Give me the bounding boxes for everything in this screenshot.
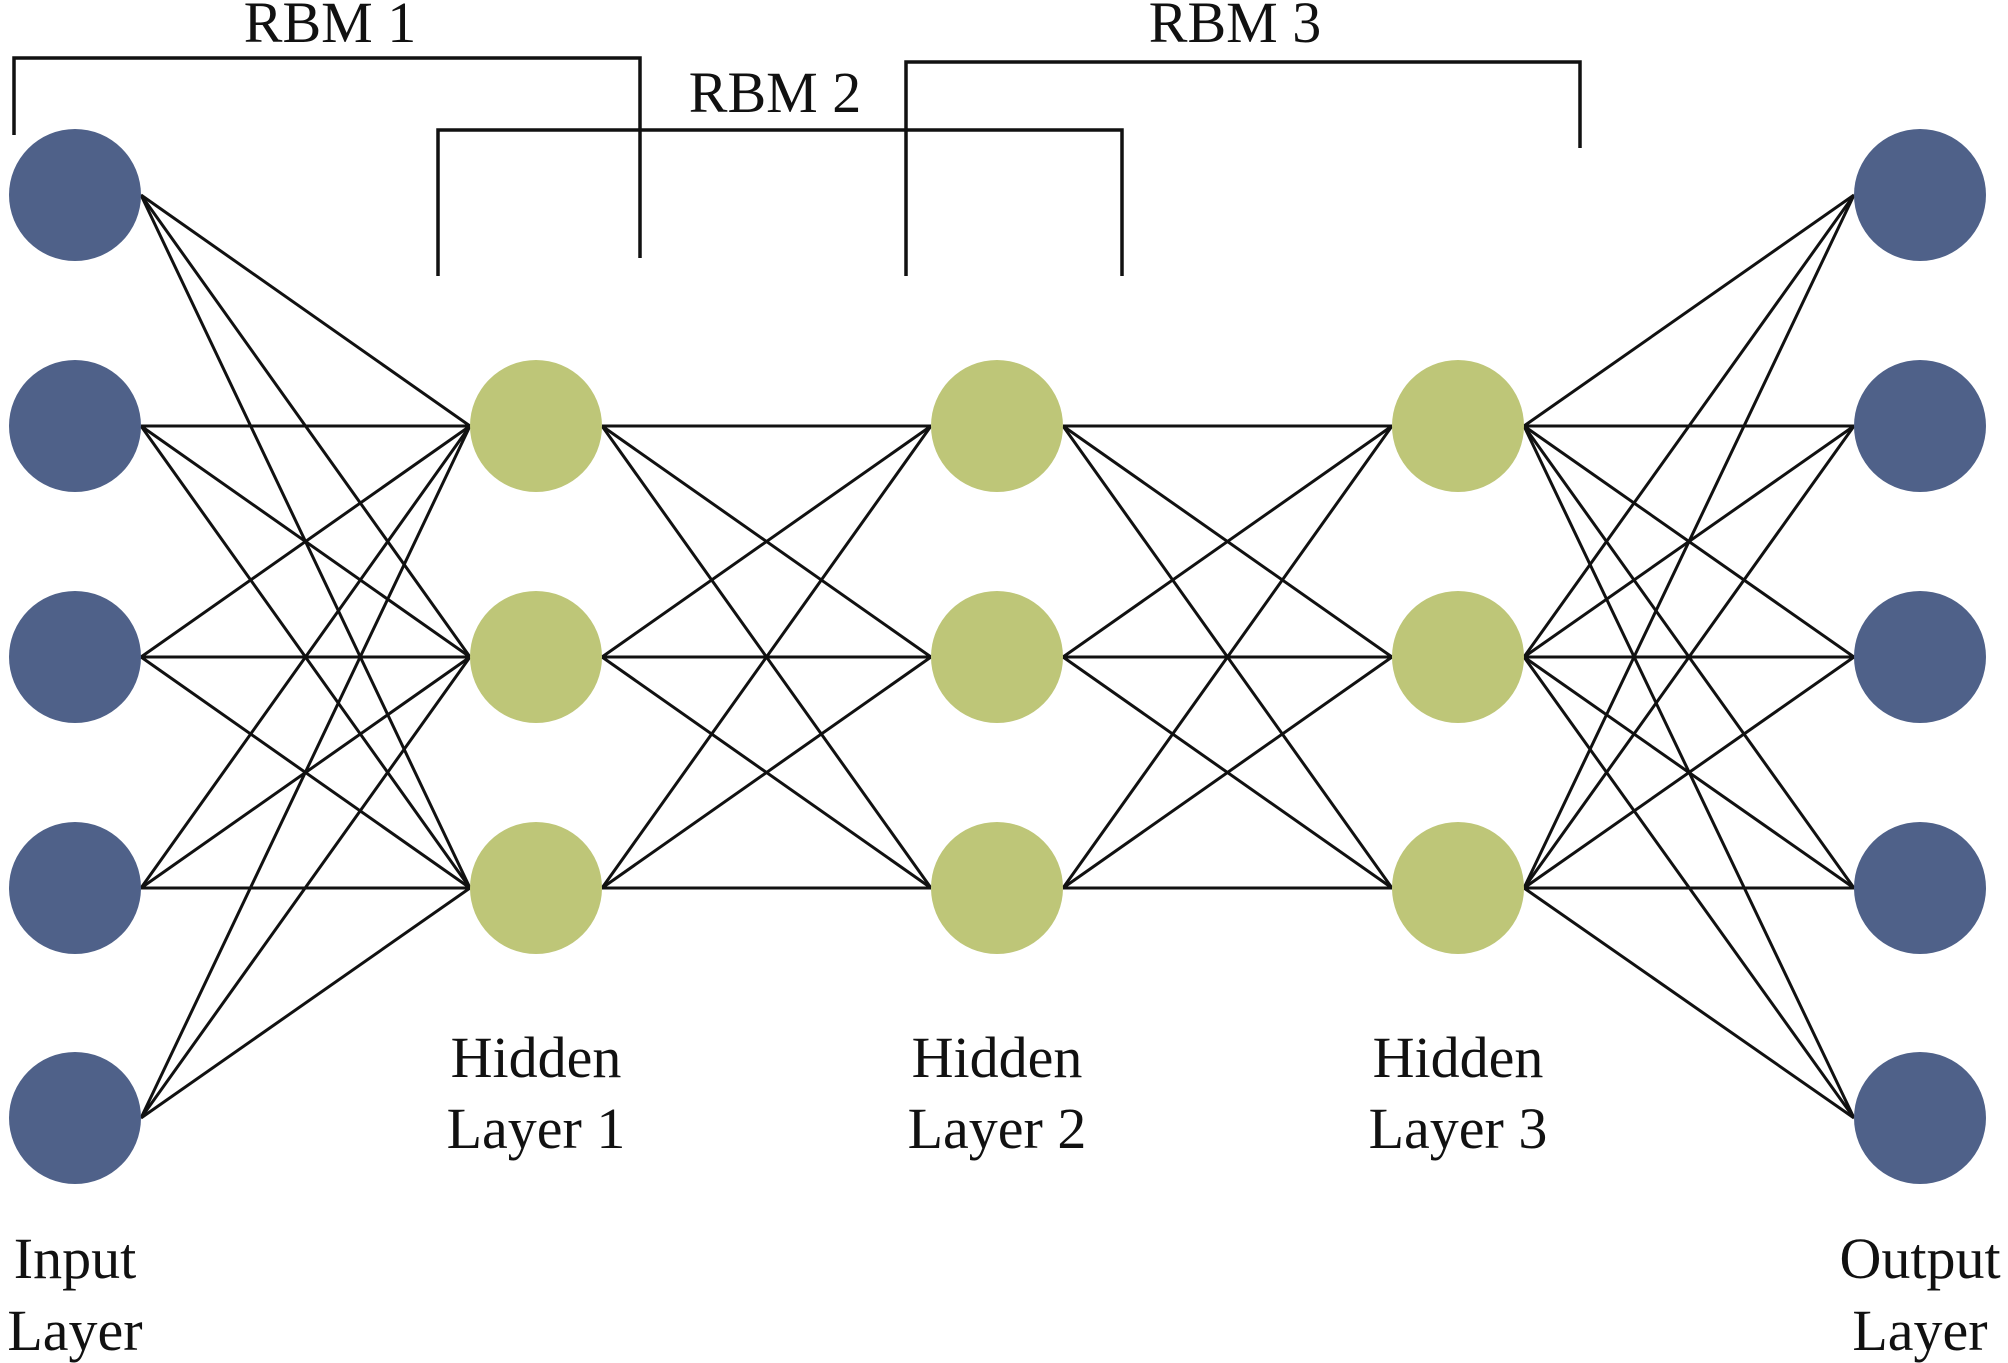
edge-hidden3-2-to-output-1: [1522, 194, 1856, 658]
input-layer-label-line-2: Layer: [7, 1298, 142, 1363]
rbm-1-bracket: [12, 56, 642, 258]
hidden1-node-1: [470, 360, 602, 492]
hidden3-node-3: [1392, 822, 1524, 954]
edge-hidden3-3-to-output-5: [1523, 886, 1855, 1120]
edge-input-5-to-hidden1-1: [139, 425, 472, 1119]
input-node-4: [9, 822, 141, 954]
rbm-3-bracket: [904, 60, 1582, 276]
edge-hidden2-2-to-hidden3-1: [1062, 424, 1393, 659]
hidden-layer-3-label-line-2: Layer 3: [1369, 1096, 1548, 1161]
hidden-layer-1-label-line-1: Hidden: [451, 1025, 622, 1090]
rbm-3-label: RBM 3: [1149, 0, 1321, 55]
edge-hidden1-3-to-hidden2-2: [601, 655, 932, 890]
hidden1-node-3: [470, 822, 602, 954]
edge-input-4-to-hidden1-1: [139, 425, 472, 889]
hidden-layer-1-label-line-2: Layer 1: [447, 1096, 626, 1161]
edge-hidden1-2-to-hidden2-1: [601, 424, 932, 659]
hidden3-node-1: [1392, 360, 1524, 492]
hidden-layer-2-label-line-2: Layer 2: [908, 1096, 1087, 1161]
edge-hidden2-3-to-hidden3-2: [1062, 655, 1393, 890]
edge-input-3-to-hidden1-1: [140, 424, 471, 659]
edge-hidden3-3-to-output-1: [1522, 194, 1856, 889]
input-node-2: [9, 360, 141, 492]
rbm-1-label: RBM 1: [244, 0, 416, 55]
output-layer-label-line-2: Layer: [1852, 1298, 1987, 1363]
neurons: [9, 129, 1986, 1184]
output-node-3: [1854, 591, 1986, 723]
edge-hidden3-1-to-output-1: [1523, 193, 1855, 428]
output-node-4: [1854, 822, 1986, 954]
edge-hidden2-3-to-hidden3-1: [1061, 425, 1394, 889]
rbm-2-bracket: [436, 128, 1124, 276]
layer-labels: Input Layer Hidden Layer 1 Hidden Layer …: [7, 1025, 2000, 1363]
output-node-5: [1854, 1052, 1986, 1184]
hidden2-node-1: [931, 360, 1063, 492]
input-node-3: [9, 591, 141, 723]
connections: [139, 193, 1856, 1120]
edge-input-1-to-hidden1-1: [140, 193, 471, 428]
output-layer-label-line-1: Output: [1839, 1226, 2000, 1291]
rbm-brackets: [12, 56, 1582, 276]
input-node-5: [9, 1052, 141, 1184]
input-layer-label-line-1: Input: [14, 1226, 136, 1291]
hidden2-node-2: [931, 591, 1063, 723]
hidden-layer-3-label-line-1: Hidden: [1373, 1025, 1544, 1090]
hidden2-node-3: [931, 822, 1063, 954]
rbm-2-label: RBM 2: [689, 60, 861, 125]
hidden1-node-2: [470, 591, 602, 723]
hidden3-node-2: [1392, 591, 1524, 723]
edge-hidden3-3-to-output-3: [1523, 655, 1855, 890]
edge-hidden3-3-to-output-2: [1522, 425, 1856, 889]
output-node-1: [1854, 129, 1986, 261]
input-node-1: [9, 129, 141, 261]
hidden-layer-2-label-line-1: Hidden: [912, 1025, 1083, 1090]
edge-hidden1-3-to-hidden2-1: [600, 425, 933, 889]
edge-input-5-to-hidden1-2: [139, 656, 472, 1119]
rbm-labels: RBM 1 RBM 2 RBM 3: [244, 0, 1321, 125]
edge-input-5-to-hidden1-3: [140, 886, 471, 1120]
output-node-2: [1854, 360, 1986, 492]
